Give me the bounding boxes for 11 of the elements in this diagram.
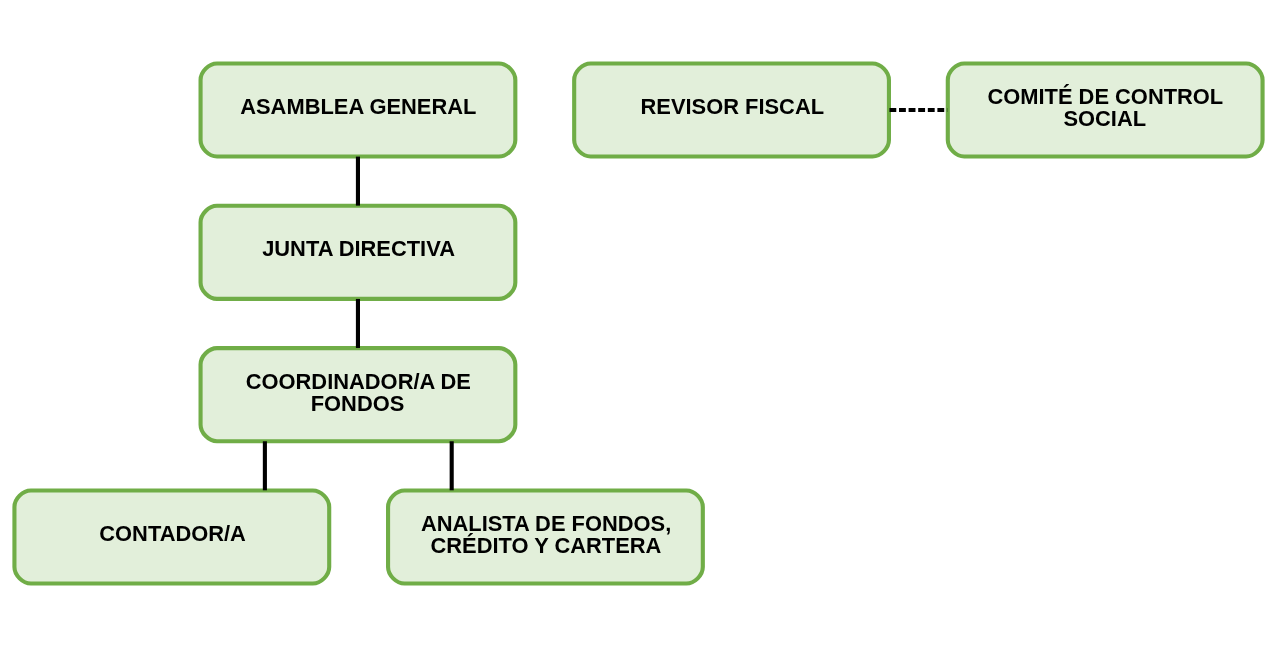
connector [355,298,360,348]
node-box: COORDINADOR/A DE FONDOS [198,345,518,443]
node-box: JUNTA DIRECTIVA [198,203,518,301]
node-box: ANALISTA DE FONDOS, CRÉDITO Y CARTERA [386,487,705,586]
connector [355,156,360,206]
node-box: ASAMBLEA GENERAL [198,60,518,159]
node-box: COMITÉ DE CONTROL SOCIAL [945,60,1265,159]
connector [449,440,454,490]
connector [262,440,267,490]
node-box: REVISOR FISCAL [572,60,891,159]
node-box: CONTADOR/A [12,487,332,586]
